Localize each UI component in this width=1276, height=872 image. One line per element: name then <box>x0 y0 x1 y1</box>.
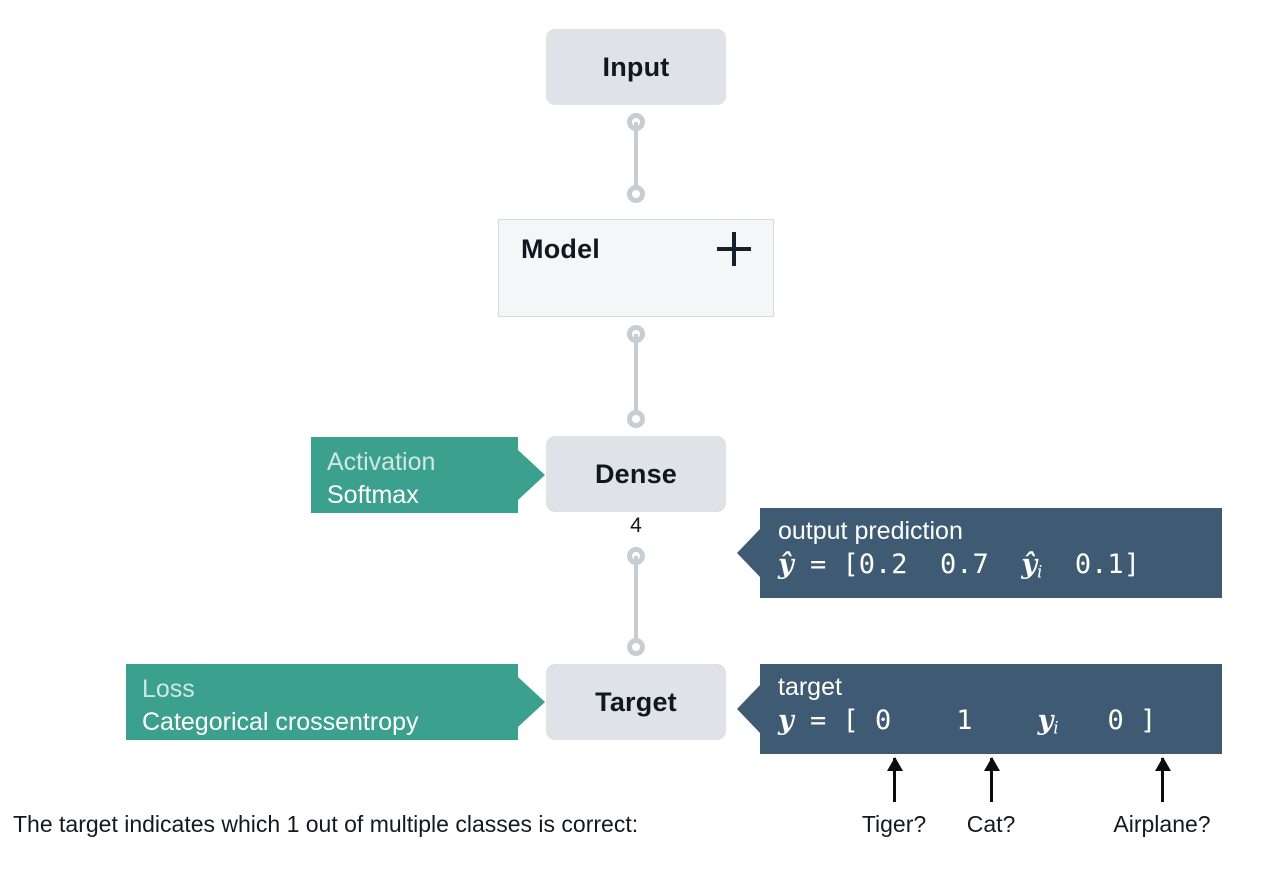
connector-dot <box>627 185 645 203</box>
callout-output-prediction[interactable]: output prediction ŷ = [0.2 0.7 ŷi 0.1] <box>737 508 1222 598</box>
callout-target-vector[interactable]: target y = [ 0 1 yi 0 ] <box>737 664 1222 754</box>
connector-dense-to-target <box>627 547 645 656</box>
connector-input-to-model <box>627 113 645 203</box>
vector-value-3: 0 <box>1107 705 1124 736</box>
plus-icon[interactable] <box>717 232 751 266</box>
layer-node-dense-label: Dense <box>594 458 678 489</box>
callout-loss-value: Categorical crossentropy <box>142 708 419 736</box>
callout-output-prediction-title: output prediction <box>778 517 963 545</box>
connector-model-to-dense <box>627 325 645 428</box>
callout-loss[interactable]: Loss Categorical crossentropy <box>126 664 545 740</box>
layer-node-input[interactable]: Input <box>546 29 726 105</box>
vector-gap <box>891 705 956 736</box>
class-label-airplane: Airplane? <box>1113 811 1211 837</box>
model-label: Model <box>521 234 600 264</box>
class-label-cat: Cat? <box>966 811 1016 837</box>
callout-loss-title: Loss <box>142 675 195 703</box>
close-bracket: ] <box>1123 705 1157 736</box>
open-bracket: [ <box>842 705 875 736</box>
close-bracket: ] <box>1123 549 1140 580</box>
connector-line <box>634 556 638 647</box>
connector-dot <box>627 638 645 656</box>
callout-target-vector-title: target <box>778 673 842 701</box>
layer-node-target-label: Target <box>595 686 677 717</box>
vector-value-1: 1 <box>956 705 973 736</box>
vector-gap <box>908 549 941 580</box>
vector-gap <box>989 549 1022 580</box>
vector-value-1: 0.7 <box>940 549 989 580</box>
layer-node-target[interactable]: Target <box>546 664 726 740</box>
layer-node-input-label: Input <box>602 51 670 82</box>
callout-arrow-tip <box>737 529 760 577</box>
vector-gap <box>973 705 1038 736</box>
vector-gap <box>1042 549 1075 580</box>
equals-sign: = <box>793 705 843 736</box>
vector-value-2: yi <box>1037 705 1059 738</box>
layer-node-dense[interactable]: Dense <box>546 436 726 512</box>
y-hat-symbol: ŷ <box>778 549 794 580</box>
dense-units-label: 4 <box>630 514 642 537</box>
connector-dot <box>627 410 645 428</box>
y-symbol: y <box>778 705 794 736</box>
callout-arrow-tip <box>518 677 545 727</box>
equals-sign: = <box>793 549 843 580</box>
class-arrow-cat <box>983 757 1000 802</box>
class-arrow-airplane <box>1154 757 1171 802</box>
output-prediction-vector: ŷ = [0.2 0.7 ŷi 0.1] <box>778 547 1208 590</box>
target-vector: y = [ 0 1 yi 0 ] <box>778 703 1208 746</box>
vector-gap <box>1059 705 1108 736</box>
callout-activation-value: Softmax <box>327 481 419 509</box>
vector-value-0: 0.2 <box>858 549 908 580</box>
callout-arrow-tip <box>518 450 545 500</box>
open-bracket: [ <box>842 549 859 580</box>
class-label-tiger: Tiger? <box>861 811 927 837</box>
vector-value-0: 0 <box>875 705 892 736</box>
class-arrow-tiger <box>886 757 903 802</box>
vector-value-2: ŷi <box>1021 549 1043 582</box>
connector-line <box>634 334 638 419</box>
vector-value-3: 0.1 <box>1074 549 1124 580</box>
connector-line <box>634 122 638 194</box>
callout-activation[interactable]: Activation Softmax <box>311 437 545 513</box>
callout-arrow-tip <box>737 685 760 733</box>
model-container[interactable]: Model <box>498 219 774 317</box>
callout-activation-title: Activation <box>327 448 436 476</box>
caption-text: The target indicates which 1 out of mult… <box>13 811 639 837</box>
